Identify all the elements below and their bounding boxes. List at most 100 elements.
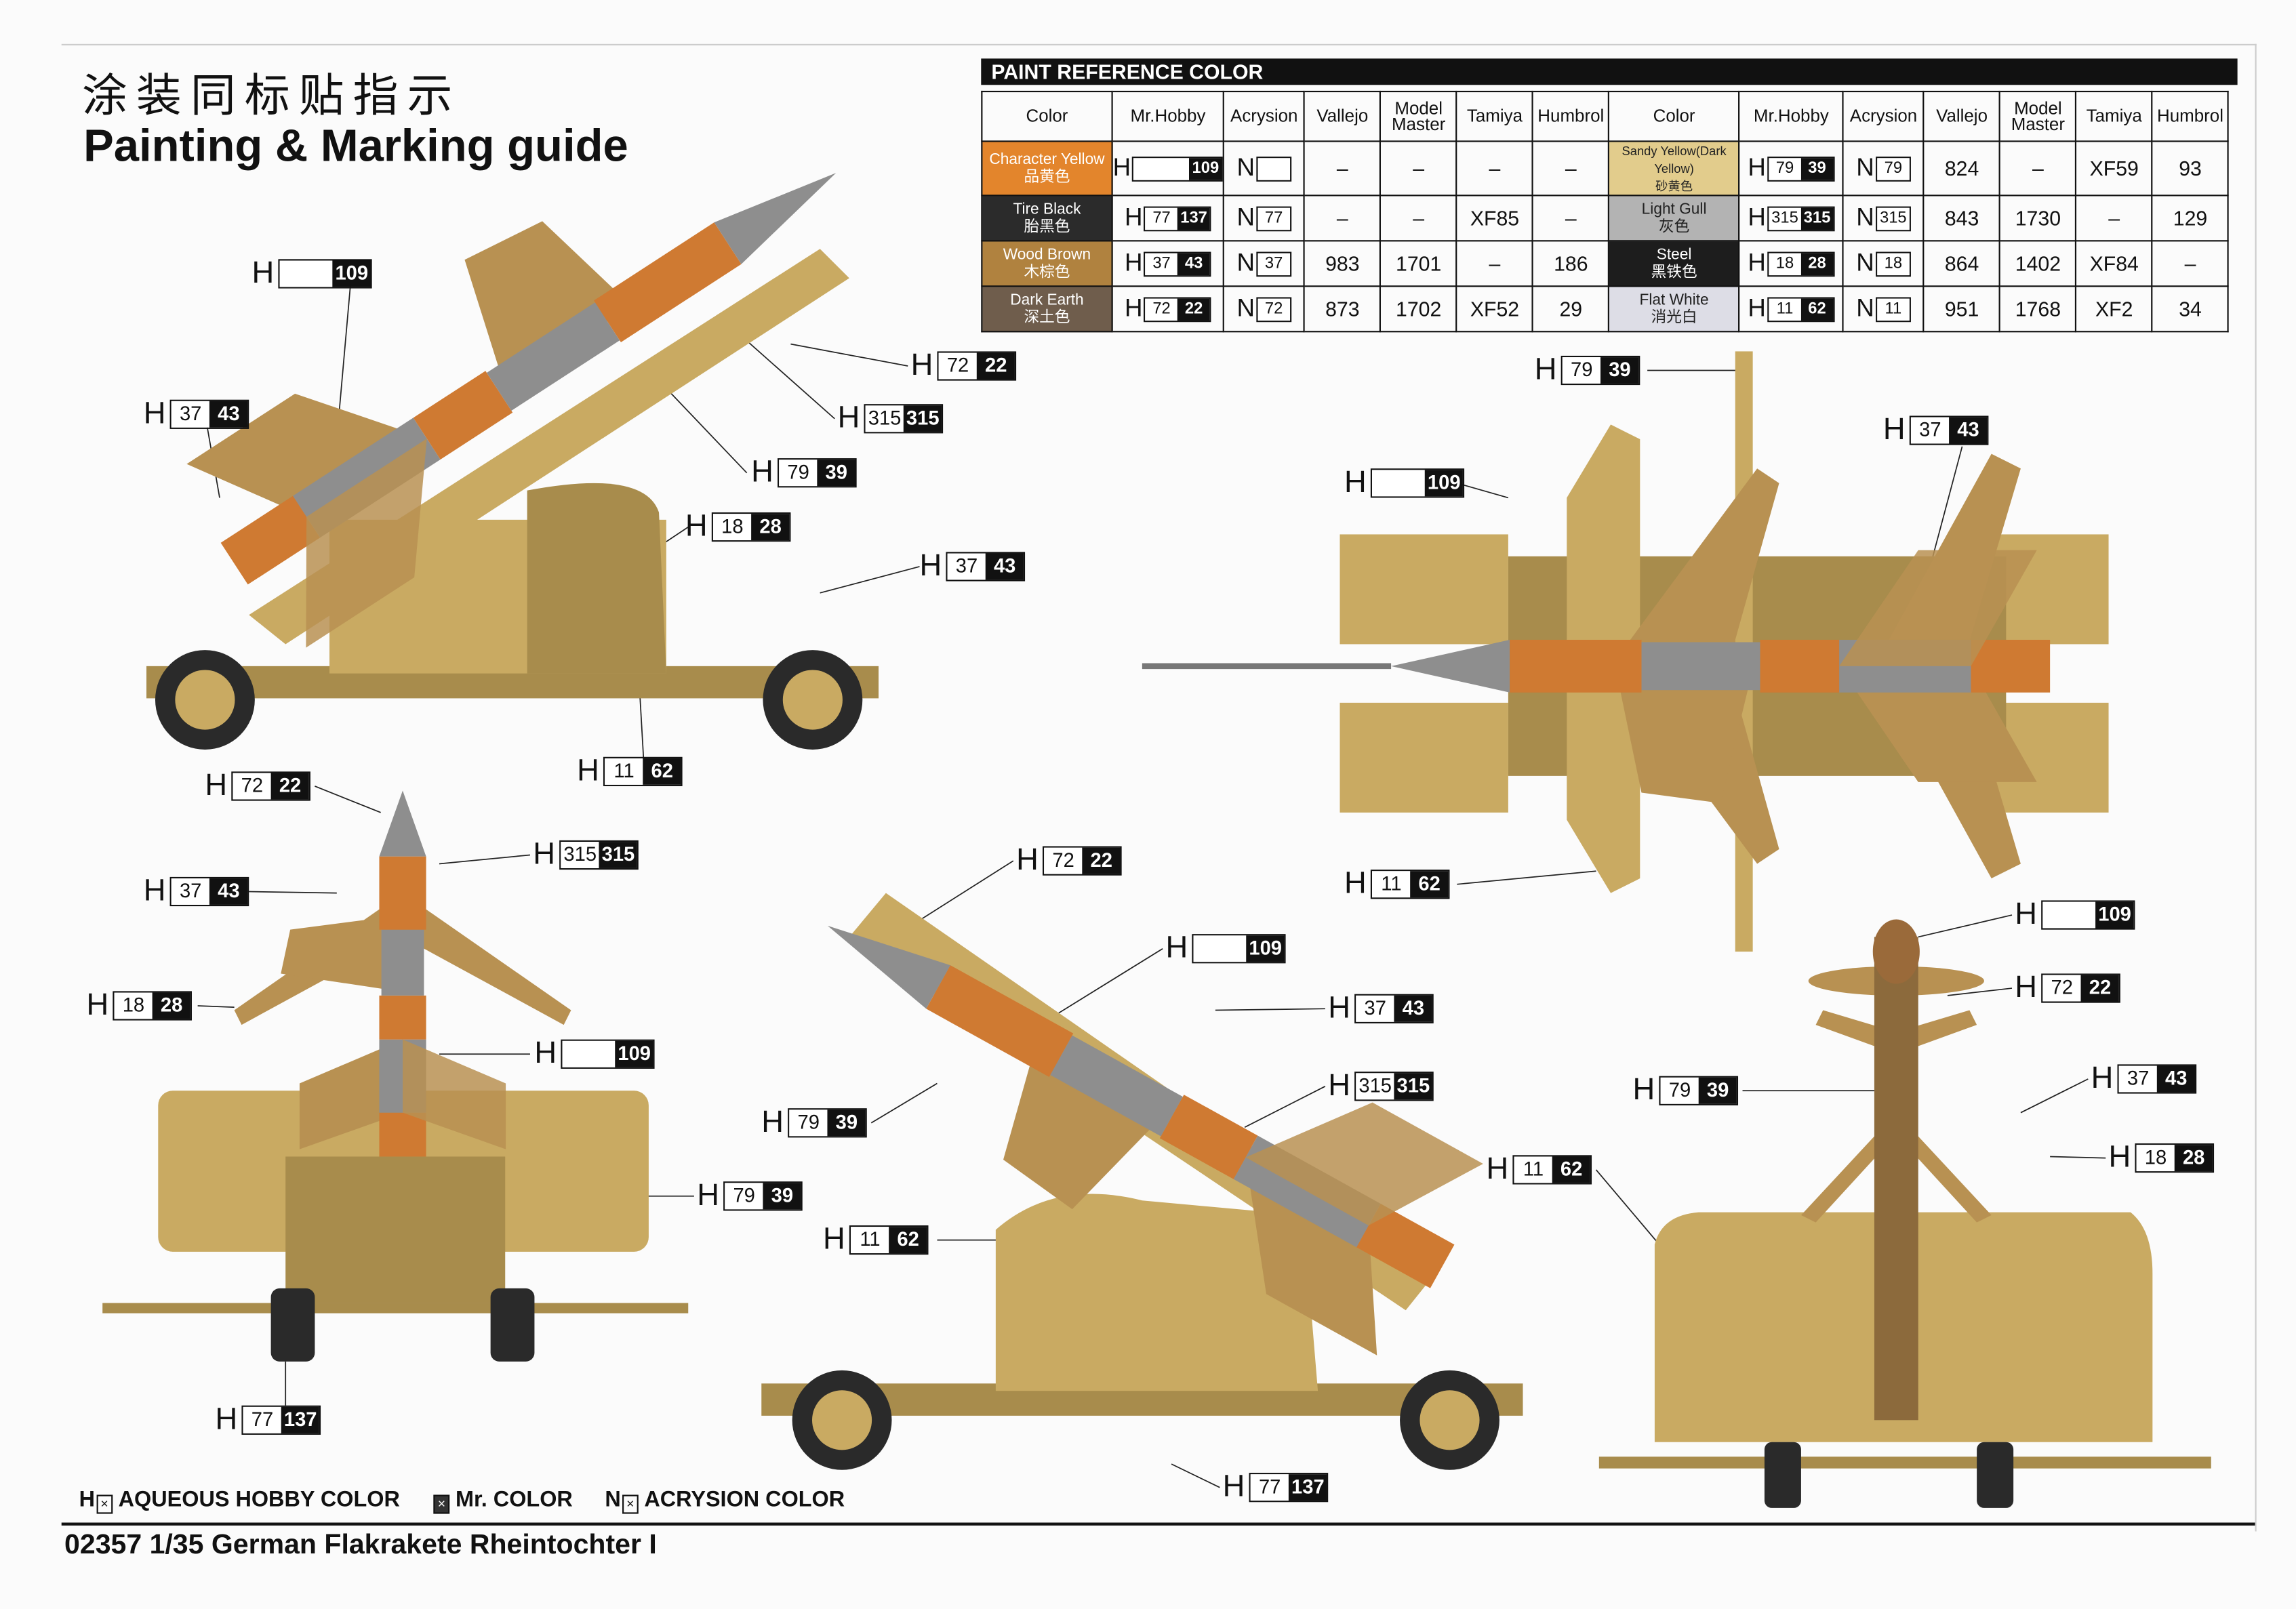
- booster-band: [1760, 639, 1840, 693]
- warhead-band: [593, 222, 742, 343]
- humbrol-cell: 129: [2151, 195, 2230, 242]
- humbrol-cell: 93: [2151, 140, 2230, 197]
- tamiya-cell: XF52: [1455, 285, 1534, 333]
- leader-line: [820, 566, 920, 594]
- outrigger: [102, 1303, 689, 1313]
- leader-line: [197, 1005, 235, 1009]
- rear-fin: [186, 393, 427, 517]
- vallejo-cell: 864: [1922, 240, 2001, 287]
- leader-line: [1244, 1086, 1326, 1128]
- product-title: 02357 1/35 German Flakrakete Rheintochte…: [64, 1530, 657, 1561]
- tire: [490, 1288, 535, 1362]
- side-view-left: [146, 173, 879, 750]
- side-view-right: [761, 893, 1523, 1470]
- legend-aqueous: H×AQUEOUS HOBBY COLOR: [79, 1488, 400, 1514]
- tamiya-cell: –: [2075, 195, 2153, 242]
- mid-fin: [1615, 666, 1754, 804]
- column-header: Humbrol: [2151, 90, 2230, 142]
- tamiya-cell: XF85: [1455, 195, 1534, 242]
- leader-line: [1918, 914, 2013, 938]
- humbrol-cell: –: [2151, 240, 2230, 287]
- legend-mr-color: ×Mr. COLOR: [432, 1488, 573, 1514]
- column-header: Vallejo: [1922, 90, 2001, 142]
- sustainer-body: [381, 929, 424, 996]
- column-header: Acrysion: [1842, 90, 1925, 142]
- tamiya-cell: –: [1455, 140, 1534, 197]
- box-icon: ×: [96, 1494, 113, 1514]
- tamiya-cell: XF84: [2075, 240, 2153, 287]
- leader-line: [315, 786, 381, 813]
- humbrol-cell: 34: [2151, 285, 2230, 333]
- tire: [1764, 1442, 1801, 1508]
- vallejo-cell: 824: [1922, 140, 2001, 197]
- wheel-top: [1340, 702, 1508, 813]
- rear-fin: [299, 1039, 403, 1149]
- rear-fin: [1245, 1102, 1483, 1226]
- leader-line: [1171, 1463, 1220, 1488]
- missile: [281, 790, 506, 1157]
- model-master-cell: –: [1999, 140, 2077, 197]
- model-master-cell: 1701: [1379, 240, 1457, 287]
- leader-line: [439, 854, 531, 865]
- filled-box-icon: ×: [433, 1494, 450, 1514]
- vallejo-cell: 983: [1304, 240, 1382, 287]
- nose-cone: [1391, 639, 1510, 693]
- vallejo-cell: 843: [1922, 195, 2001, 242]
- footer-divider: [61, 1522, 2255, 1526]
- tire: [270, 1288, 315, 1362]
- outrigger: [1598, 1457, 2211, 1469]
- wheel-top: [1340, 534, 1508, 645]
- booster-band: [413, 371, 513, 460]
- column-header: Model Master: [1999, 90, 2077, 142]
- tire: [1977, 1442, 2014, 1508]
- humbrol-cell: –: [1532, 195, 1610, 242]
- column-header: Mr.Hobby: [1111, 90, 1225, 142]
- column-header: Tamiya: [2075, 90, 2153, 142]
- box-icon: ×: [622, 1494, 639, 1514]
- acrysion-cell: N: [1223, 140, 1306, 197]
- model-master-cell: 1402: [1999, 240, 2077, 287]
- vallejo-cell: –: [1304, 140, 1382, 197]
- model-master-cell: –: [1379, 195, 1457, 242]
- booster-band: [379, 995, 426, 1040]
- rear-fin: [306, 439, 427, 648]
- leader-line: [1947, 987, 2013, 996]
